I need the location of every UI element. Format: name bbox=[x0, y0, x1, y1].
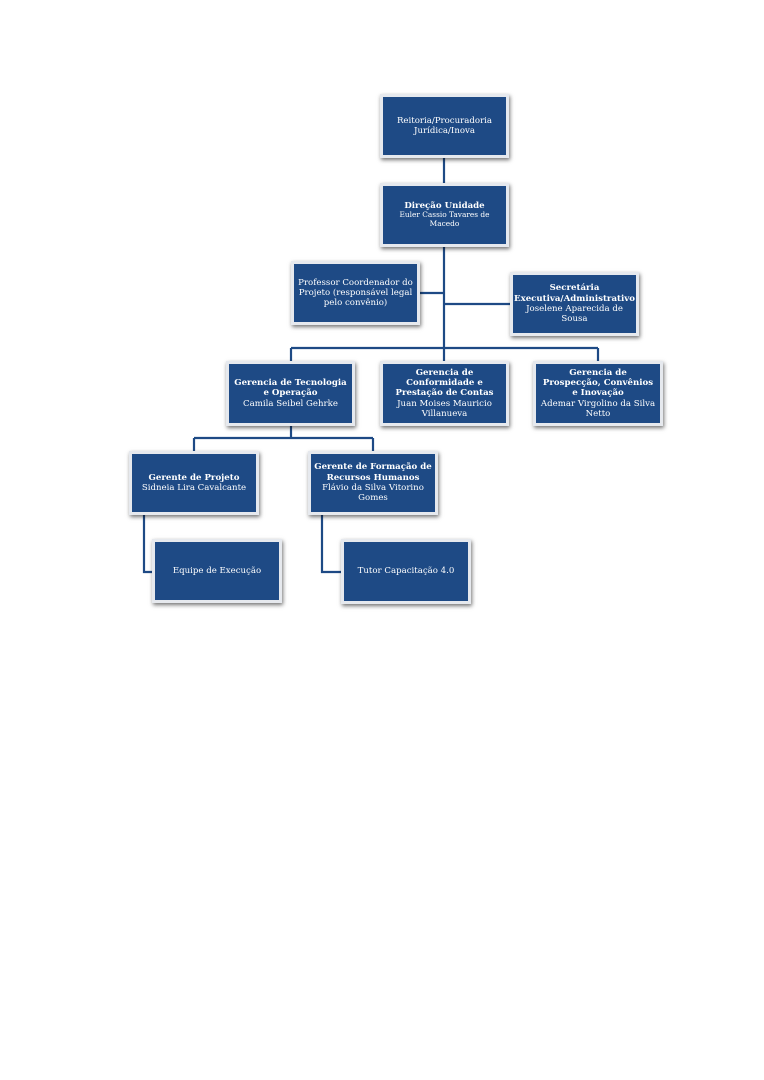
node-secretaria-title: Secretária Executiva/Administrativo bbox=[514, 283, 635, 304]
node-direcao-title: Direção Unidade bbox=[404, 200, 485, 211]
node-direcao-unidade: Direção Unidade Euler Cassio Tavares de … bbox=[380, 183, 509, 247]
node-secretaria: Secretária Executiva/Administrativo Jose… bbox=[510, 272, 639, 336]
node-gerencia-prospeccao: Gerencia de Prospecção, Convênios e Inov… bbox=[533, 361, 663, 426]
node-gerente-formacao: Gerente de Formação de Recursos Humanos … bbox=[308, 451, 438, 515]
node-professor-text: Professor Coordenador do Projeto (respon… bbox=[298, 277, 413, 309]
node-gerencia-tecnologia: Gerencia de Tecnologia e Operação Camila… bbox=[226, 361, 355, 426]
node-gerencia-conformidade: Gerencia de Conformidade e Prestação de … bbox=[380, 361, 509, 426]
node-equipe-text: Equipe de Execução bbox=[172, 565, 262, 576]
node-gerencia-conformidade-title: Gerencia de Conformidade e Prestação de … bbox=[395, 367, 494, 399]
node-equipe-execucao: Equipe de Execução bbox=[152, 539, 282, 603]
node-tutor-text: Tutor Capacitação 4.0 bbox=[357, 566, 455, 577]
node-professor-coordenador: Professor Coordenador do Projeto (respon… bbox=[291, 261, 420, 325]
node-reitoria-text: Reitoria/Procuradoria Jurídica/Inova bbox=[396, 115, 493, 136]
node-secretaria-person: Joselene Aparecida de Sousa bbox=[526, 304, 623, 325]
node-tutor-capacitacao: Tutor Capacitação 4.0 bbox=[341, 539, 471, 604]
node-reitoria: Reitoria/Procuradoria Jurídica/Inova bbox=[380, 94, 509, 158]
connector-equipe bbox=[142, 514, 154, 574]
node-gerencia-conformidade-person: Juan Moises Mauricio Villanueva bbox=[397, 398, 492, 419]
node-gerente-projeto: Gerente de Projeto Sidneia Lira Cavalcan… bbox=[129, 451, 259, 515]
node-gerente-projeto-title: Gerente de Projeto bbox=[148, 472, 240, 483]
node-gerente-projeto-person: Sidneia Lira Cavalcante bbox=[141, 483, 247, 493]
node-gerencia-prospeccao-person: Ademar Virgolino da Silva Netto bbox=[540, 398, 656, 419]
node-gerencia-prospeccao-title: Gerencia de Prospecção, Convênios e Inov… bbox=[542, 367, 654, 399]
node-gerencia-tecnologia-person: Camila Seibel Gehrke bbox=[243, 398, 338, 409]
node-direcao-person: Euler Cassio Tavares de Macedo bbox=[399, 210, 490, 229]
node-gerente-formacao-title: Gerente de Formação de Recursos Humanos bbox=[314, 462, 432, 483]
connector-tutor bbox=[320, 514, 342, 574]
node-gerencia-tecnologia-title: Gerencia de Tecnologia e Operação bbox=[234, 378, 347, 399]
node-gerente-formacao-person: Flávio da Silva Vitorino Gomes bbox=[322, 483, 424, 504]
